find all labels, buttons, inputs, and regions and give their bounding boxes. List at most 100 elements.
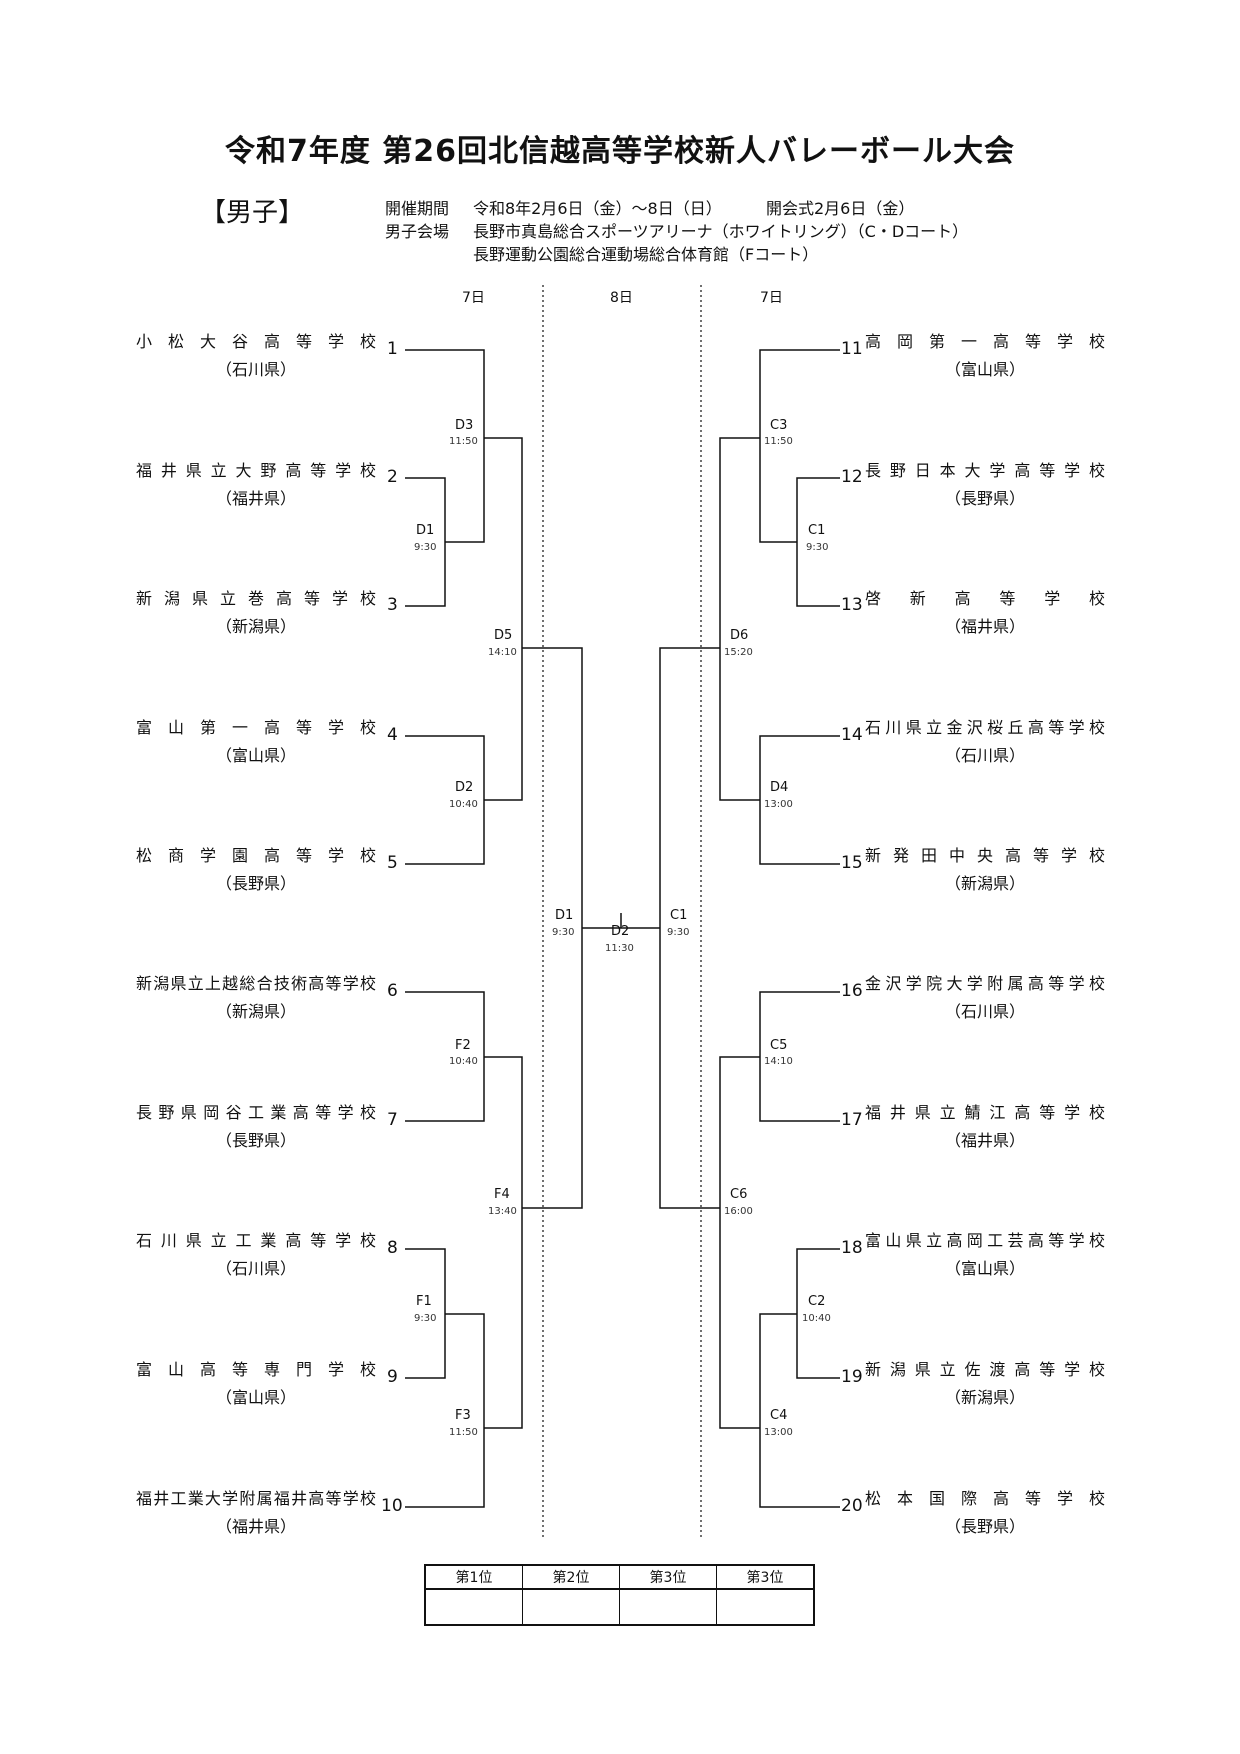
team-left-4: 富山第一高等学校（富山県） [136, 714, 376, 766]
page-title: 令和7年度 第26回北信越高等学校新人バレーボール大会 [224, 134, 1016, 169]
line-left-d5 [484, 437, 523, 801]
match-label-f2-left: F2 [455, 1038, 471, 1053]
seed-20: 20 [841, 1496, 863, 1516]
team-name: 福井県立鯖江高等学校 [865, 1103, 1105, 1122]
team-pref: （長野県） [944, 1517, 1025, 1536]
team-pref: （長野県） [215, 874, 296, 893]
match-time-semi-right: 9:30 [667, 927, 690, 938]
team-pref: （福井県） [215, 489, 296, 508]
match-time-d1-left: 9:30 [414, 542, 437, 553]
match-time-f3-left: 11:50 [449, 1427, 478, 1438]
info-period-row: 開催期間令和8年2月6日（金）～8日（日） [385, 195, 722, 219]
match-label-f1-left: F1 [416, 1294, 432, 1309]
seed-15: 15 [841, 853, 863, 873]
line-left-f4 [484, 1056, 523, 1429]
match-time-d3-left: 11:50 [449, 436, 478, 447]
team-name: 石川県立工業高等学校 [136, 1231, 376, 1250]
team-name: 富山県立高岡工芸高等学校 [865, 1231, 1105, 1250]
bracket-paths [405, 285, 840, 1538]
team-pref: （長野県） [944, 489, 1025, 508]
team-name: 金沢学院大学附属高等学校 [865, 974, 1105, 993]
team-left-1: 小松大谷高等学校（石川県） [136, 328, 376, 380]
team-left-9: 富山高等専門学校 （富山県） [136, 1356, 376, 1408]
team-right-15: 新発田中央高等学校 （新潟県） [865, 842, 1105, 894]
team-name: 新潟県立巻高等学校 [136, 589, 376, 608]
team-pref: （富山県） [215, 746, 296, 765]
match-time-semi-left: 9:30 [552, 927, 575, 938]
line-right-d6 [719, 437, 760, 801]
results-header-row: 第1位 第2位 第3位 第3位 [424, 1564, 815, 1590]
results-table: 第1位 第2位 第3位 第3位 [424, 1564, 815, 1626]
venue-label: 男子会場 [385, 222, 450, 241]
line-left-2-3 [405, 477, 446, 607]
team-pref: （新潟県） [944, 874, 1025, 893]
team-pref: （富山県） [215, 1388, 296, 1407]
team-name: 松商学園高等学校 [136, 846, 376, 865]
match-label-d2-left: D2 [455, 780, 474, 795]
line-left-1-3 [405, 349, 485, 543]
team-right-17: 福井県立鯖江高等学校（福井県） [865, 1099, 1105, 1151]
results-cell-2nd[interactable] [522, 1588, 620, 1626]
team-right-19: 新潟県立佐渡高等学校（新潟県） [865, 1356, 1105, 1408]
line-right-c4 [759, 1313, 840, 1508]
section-label: 【男子】 [200, 198, 305, 228]
team-name: 高岡第一高等学校 [865, 332, 1105, 351]
team-left-6: 新潟県立上越総合技術高等学校（新潟県） [136, 970, 376, 1022]
team-right-13: 啓新高等学校 （福井県） [865, 585, 1105, 637]
team-name: 新潟県立佐渡高等学校 [865, 1360, 1105, 1379]
match-label-c5-right: C5 [770, 1038, 788, 1053]
line-left-f3 [405, 1313, 485, 1508]
match-time-c4-right: 13:00 [764, 1427, 793, 1438]
seed-4: 4 [387, 725, 398, 745]
team-right-20: 松本国際高等学校 （長野県） [865, 1485, 1105, 1537]
results-cell-1st[interactable] [424, 1588, 523, 1626]
team-pref: （富山県） [944, 360, 1025, 379]
team-pref: （福井県） [944, 617, 1025, 636]
results-cell-3rd-b[interactable] [716, 1588, 815, 1626]
team-name: 石川県立金沢桜丘高等学校 [865, 718, 1105, 737]
period-label: 開催期間 [385, 199, 450, 218]
match-label-d1-left: D1 [416, 523, 435, 538]
results-cell-3rd-a[interactable] [619, 1588, 717, 1626]
match-time-final: 11:30 [605, 943, 634, 954]
match-label-f3-left: F3 [455, 1408, 471, 1423]
team-pref: （福井県） [215, 1517, 296, 1536]
team-pref: （石川県） [215, 360, 296, 379]
team-name: 新発田中央高等学校 [865, 846, 1105, 865]
line-left-4-5 [405, 735, 485, 865]
seed-13: 13 [841, 595, 863, 615]
team-pref: （石川県） [944, 1002, 1025, 1021]
seed-2: 2 [387, 467, 398, 487]
team-name: 長野県岡谷工業高等学校 [136, 1103, 376, 1122]
match-time-d6-right: 15:20 [724, 647, 753, 658]
match-time-c5-right: 14:10 [764, 1056, 793, 1067]
match-label-c6-right: C6 [730, 1187, 748, 1202]
team-name: 福井工業大学附属福井高等学校 [136, 1489, 376, 1508]
match-time-c6-right: 16:00 [724, 1206, 753, 1217]
info-venue-row: 男子会場長野市真島総合スポーツアリーナ（ホワイトリング）（C・Dコート） [385, 218, 968, 242]
line-right-14-15 [759, 735, 840, 865]
team-right-18: 富山県立高岡工芸高等学校 （富山県） [865, 1227, 1105, 1279]
seed-5: 5 [387, 853, 398, 873]
team-pref: （富山県） [944, 1259, 1025, 1278]
results-header-3rd-a: 第3位 [619, 1564, 717, 1590]
match-label-c4-right: C4 [770, 1408, 788, 1423]
seed-14: 14 [841, 725, 863, 745]
team-name: 福井県立大野高等学校 [136, 461, 376, 480]
team-right-14: 石川県立金沢桜丘高等学校（石川県） [865, 714, 1105, 766]
seed-1: 1 [387, 339, 398, 359]
venue-2: 長野運動公園総合運動場総合体育館（Fコート） [473, 245, 819, 264]
match-label-d3-left: D3 [455, 418, 474, 433]
match-time-f2-left: 10:40 [449, 1056, 478, 1067]
seed-9: 9 [387, 1367, 398, 1387]
team-left-10: 福井工業大学附属福井高等学校 （福井県） [136, 1485, 376, 1537]
team-name: 啓新高等学校 [865, 589, 1105, 608]
match-label-c1-right: C1 [808, 523, 826, 538]
results-header-1st: 第1位 [424, 1564, 523, 1590]
team-name: 富山高等専門学校 [136, 1360, 376, 1379]
team-name: 松本国際高等学校 [865, 1489, 1105, 1508]
team-name: 長野日本大学高等学校 [865, 461, 1105, 480]
match-time-c1-right: 9:30 [806, 542, 829, 553]
match-label-f4-left: F4 [494, 1187, 510, 1202]
